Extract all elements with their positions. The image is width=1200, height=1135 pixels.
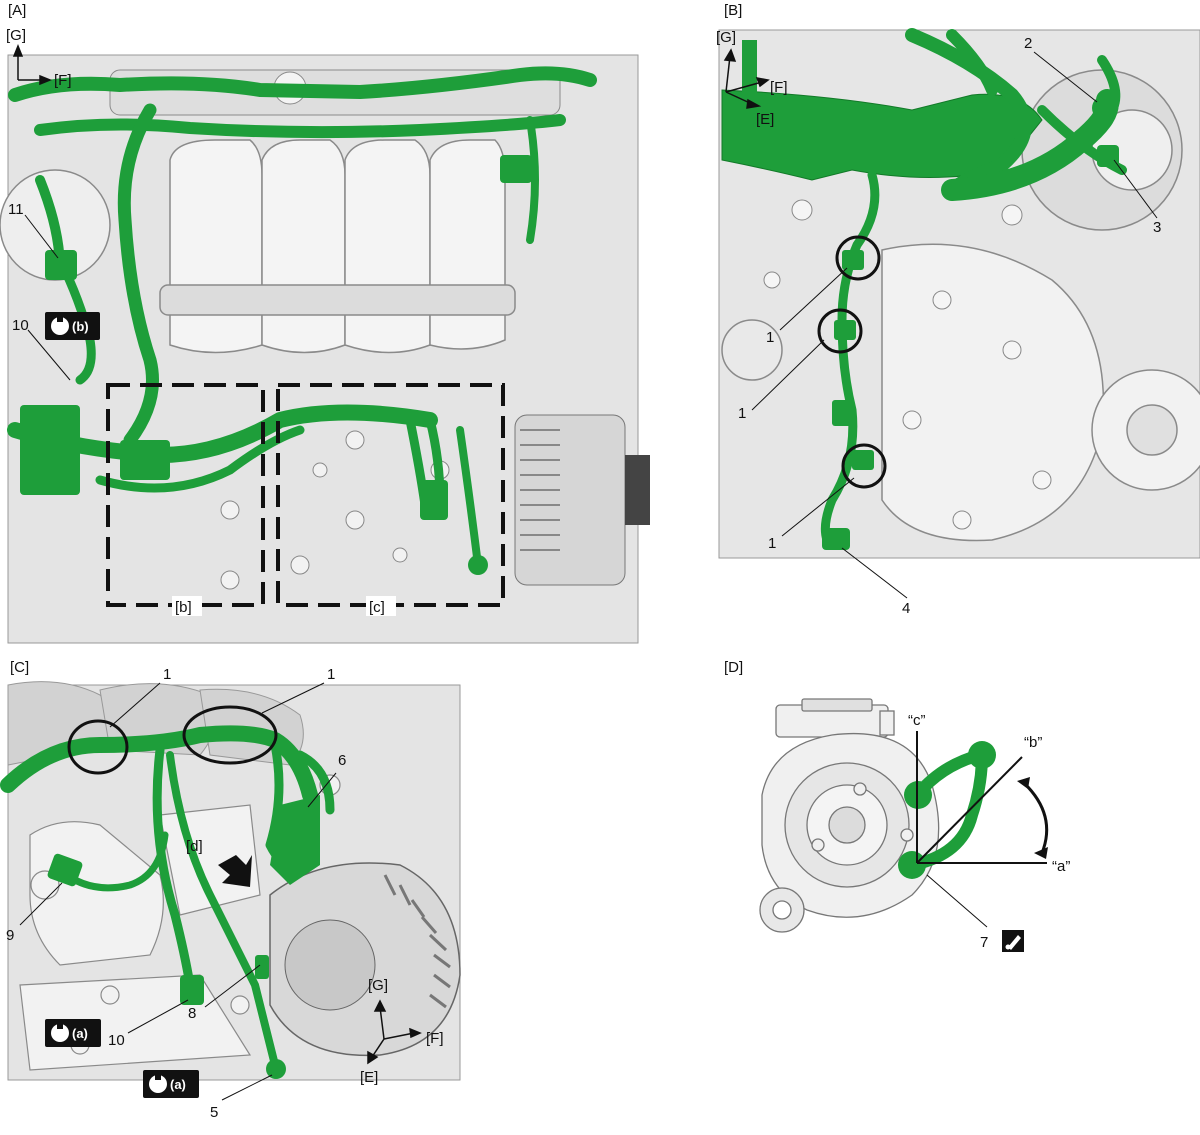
panel-b-illustration: [G] [F] [E] 1 1 1 2 3 4 xyxy=(716,28,1200,617)
panel-b-label: [B] xyxy=(724,2,743,19)
clamp-markers-b xyxy=(817,235,887,489)
panel-d-label: [D] xyxy=(724,659,744,676)
axis-g: [G] xyxy=(6,27,26,44)
torque-badge-a-2-text: (a) xyxy=(170,1077,186,1092)
grease-icon xyxy=(1002,930,1024,952)
angle-reference-lines xyxy=(916,731,1047,864)
panel-c-illustration: [d] [G] [F] [E] 1 1 6 9 10 8 5 xyxy=(0,666,461,1121)
axis-triad-b xyxy=(723,48,770,109)
callout-10: 10 xyxy=(12,317,29,334)
alternator-c xyxy=(269,862,461,1057)
axis-g-b: [G] xyxy=(716,29,736,46)
axis-e-c: [E] xyxy=(360,1069,378,1086)
panel-a-label: [A] xyxy=(8,2,27,19)
box-label-c: [c] xyxy=(369,599,385,616)
callout-5-c: 5 xyxy=(210,1104,218,1121)
panel-b: [B] xyxy=(712,0,1200,620)
panel-d: [D] xyxy=(712,655,1200,965)
engine-lower-block xyxy=(220,430,450,590)
callout-1a-c: 1 xyxy=(163,666,171,683)
axis-triad-c xyxy=(367,999,422,1065)
alternator xyxy=(514,414,650,586)
harness-connectors xyxy=(20,155,532,575)
transmission-bolts xyxy=(763,199,1052,530)
axis-g-c: [G] xyxy=(368,977,388,994)
view-arrow-d xyxy=(218,855,252,887)
connectors-c xyxy=(47,795,320,1079)
panel-a-illustration: [b] [c] [G] [F] 11 10 (b) xyxy=(0,27,650,644)
angle-arc-arrow xyxy=(1022,781,1049,854)
callout-1b-b: 1 xyxy=(738,405,746,422)
terminal-connectors xyxy=(898,741,996,879)
callout-4-b: 4 xyxy=(902,600,910,617)
panel-a: [A] xyxy=(0,0,650,645)
axis-e-b: [E] xyxy=(756,111,774,128)
callout-7-d: 7 xyxy=(980,934,988,951)
callout-2-b: 2 xyxy=(1024,35,1032,52)
wiring-harness xyxy=(7,66,597,569)
torque-badge-a-1-text: (a) xyxy=(72,1026,88,1041)
callout-6-c: 6 xyxy=(338,752,346,769)
alternator-end-view xyxy=(759,698,940,933)
torque-badge-b: (b) xyxy=(45,312,100,340)
callout-1c-b: 1 xyxy=(768,535,776,552)
callout-11: 11 xyxy=(8,201,24,218)
panel-c: [C] xyxy=(0,655,470,1135)
axis-f-b: [F] xyxy=(770,79,788,96)
angle-label-b: “b” xyxy=(1024,734,1042,751)
leader-lines-c xyxy=(19,682,337,1101)
callout-9-c: 9 xyxy=(6,927,14,944)
angle-label-c: “c” xyxy=(908,712,926,729)
callout-1b-c: 1 xyxy=(327,666,335,683)
clamp-markers-c xyxy=(67,705,278,775)
panel-d-illustration: “c” “b” “a” 7 xyxy=(759,698,1070,952)
callout-3-b: 3 xyxy=(1153,219,1161,236)
torque-badge-a-1: (a) xyxy=(45,1019,101,1047)
torque-badge-a-2: (a) xyxy=(143,1070,199,1098)
axis-triad-a xyxy=(12,43,53,86)
callout-8-c: 8 xyxy=(188,1005,196,1022)
panel-c-label: [C] xyxy=(10,659,30,676)
wiring-harness-c xyxy=(0,725,335,1069)
callout-1a-b: 1 xyxy=(766,329,774,346)
view-arrow-label: [d] xyxy=(186,838,203,855)
torque-badge-b-text: (b) xyxy=(72,319,89,334)
leader-lines-b xyxy=(751,51,1158,599)
callout-10-c: 10 xyxy=(108,1032,125,1049)
intake-manifold xyxy=(159,139,516,354)
axis-f: [F] xyxy=(54,72,72,89)
connectors-b xyxy=(822,96,1119,550)
box-label-b: [b] xyxy=(175,599,192,616)
axis-f-c: [F] xyxy=(426,1030,444,1047)
angle-label-a: “a” xyxy=(1052,858,1070,875)
